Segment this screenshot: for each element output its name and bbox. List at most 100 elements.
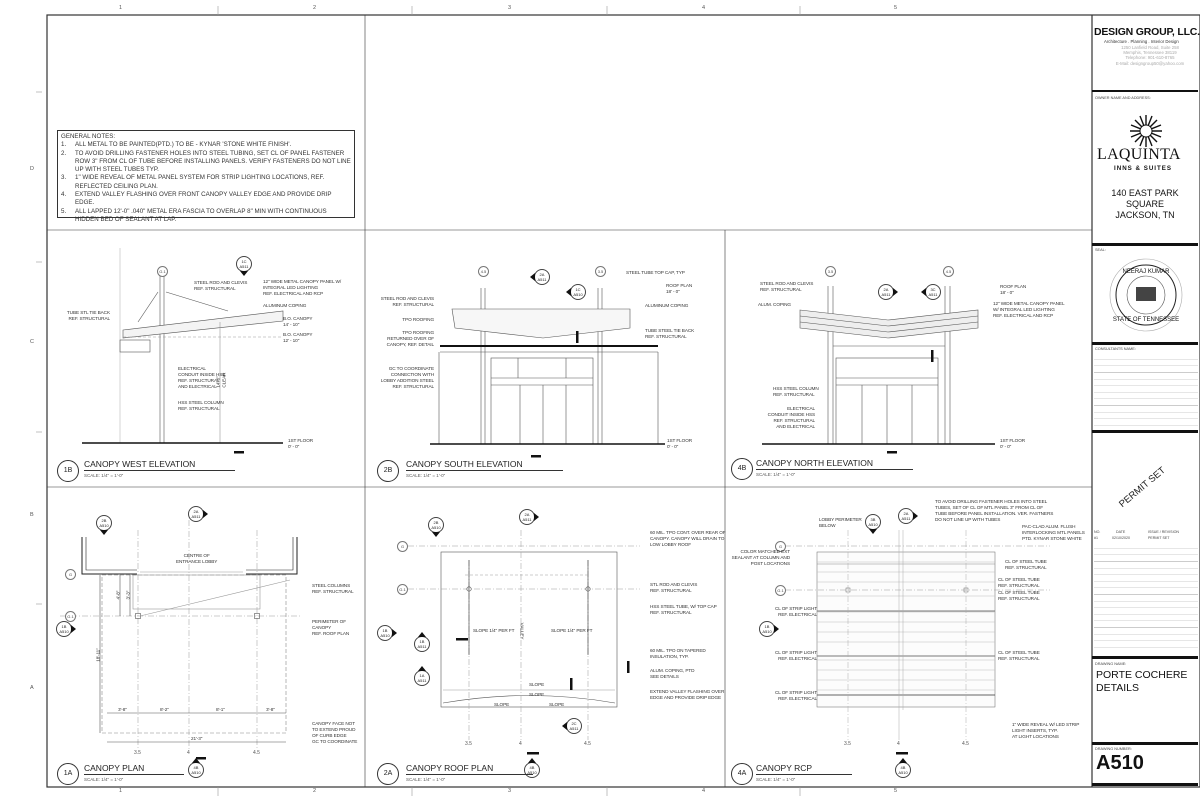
note-text: ALL LAPPED 12'-0" .040" METAL ERA FASCIA… — [75, 207, 327, 223]
column-label: 5 — [894, 788, 898, 794]
slope-label: SLOPE — [494, 702, 510, 707]
marker-number: 1C — [575, 287, 581, 292]
sun-icon — [1130, 115, 1162, 147]
marker-number: 2A — [539, 272, 545, 277]
grid-bubble: 3.5 — [825, 266, 836, 277]
grid-label: 4 — [897, 741, 900, 747]
clear-height-dimension: 14'-0" CLEAR — [215, 372, 227, 388]
revision-row: #1 02/10/2020 PERMIT SET — [1094, 536, 1198, 540]
note-item: 1.ALL METAL TO BE PAINTED(PTD.) TO BE - … — [61, 141, 351, 149]
slope-label: SLOPE 1/4" PER FT — [473, 628, 515, 633]
marker-sheet: A511 — [901, 516, 911, 521]
callout: TPO ROOFING RETURNED OVER OF CANOPY, REF… — [386, 330, 435, 348]
divider — [1092, 742, 1198, 745]
view-scale: SCALE: 1/4" = 1'-0" — [756, 472, 796, 477]
view-scale: SCALE: 1/4" = 1'-0" — [84, 777, 124, 782]
owner-logo-text: LAQUINTA — [1097, 146, 1181, 163]
dimension: 18'-11" — [95, 648, 101, 662]
dimension: 3'-8" — [266, 707, 275, 712]
view-number-bubble: 1B — [57, 460, 79, 482]
owner-label: OWNER NAME AND ADDRESS: — [1095, 96, 1151, 100]
revision-table-header: NO. DATE ISSUE / REVISION — [1094, 530, 1198, 534]
callout: STEEL COLUMNS REF. STRUCTURAL — [312, 583, 354, 595]
slope-label: SLOPE 1/4" PER FT — [551, 628, 593, 633]
marker-sheet: A511 — [417, 644, 427, 649]
divider — [1092, 430, 1198, 433]
level-marker: 1ST FLOOR 0' - 0" — [667, 438, 693, 450]
grid-label: 4.5 — [253, 750, 260, 756]
view-number-bubble: 2B — [377, 460, 399, 482]
drawing-number-label: DRAWING NUMBER: — [1095, 747, 1132, 751]
marker-number: 1A — [419, 673, 425, 678]
callout: GC TO COORDINATE CONNECTION WITH LOBBY A… — [380, 366, 434, 390]
callout: EXTEND VALLEY FLASHING OVER EDGE AND PRO… — [650, 689, 725, 701]
slope-label: SLOPE — [529, 692, 545, 697]
view-title: CANOPY RCP — [756, 763, 853, 775]
callout: TUBE STEEL TIE BACK REF. STRUCTURAL — [645, 328, 695, 340]
grid-label: 4.5 — [962, 741, 969, 747]
revision-number: #1 — [1094, 536, 1098, 540]
firm-address: 1250 Lanfield Road, Suite 258 Memphis, T… — [1115, 45, 1185, 66]
rcp-drawing — [785, 530, 1050, 755]
view-scale: SCALE: 1/4" = 1'-0" — [84, 473, 124, 478]
grid-bubble: G.1 — [157, 266, 168, 277]
callout: ALUMINUM COPING — [645, 303, 689, 308]
note-text: TO AVOID DRILLING FASTENER HOLES INTO ST… — [75, 149, 351, 174]
marker-sheet: A511 — [928, 292, 938, 297]
divider — [1092, 243, 1198, 246]
marker-number: 3C — [930, 287, 936, 292]
drawing-number: A510 — [1096, 752, 1144, 774]
callout: TUBE STL TIE BACK REF. STRUCTURAL — [66, 310, 110, 322]
divider — [1092, 90, 1198, 92]
note-item: 5.ALL LAPPED 12'-0" .040" METAL ERA FASC… — [61, 208, 351, 225]
grid-label: 4 — [519, 741, 522, 747]
dimension: 3'-8" — [118, 707, 127, 712]
view-number-bubble: 4B — [731, 458, 753, 480]
marker-sheet: A511 — [881, 292, 891, 297]
marker-number: 2A — [193, 509, 199, 514]
note-item: 4.EXTEND VALLEY FLASHING OVER FRONT CANO… — [61, 191, 351, 208]
callout: STEEL ROD AND CLEVIS REF. STRUCTURAL — [380, 296, 434, 308]
row-label: D — [30, 166, 34, 172]
title-block: DESIGN GROUP, LLC. Architecture . Planni… — [1092, 15, 1200, 787]
note-number: 1. — [61, 141, 67, 149]
marker-sheet: A511 — [191, 514, 201, 519]
callout: CENTRE OF ENTRANCE LOBBY — [176, 553, 218, 565]
view-number-bubble: 4A — [731, 763, 753, 785]
callout: PAC-CLAD ALUM. FLUSH INTERLOCKING MTL PA… — [1022, 524, 1085, 542]
callout: CL OF STEEL TUBE REF. STRUCTURAL — [998, 650, 1040, 662]
marker-number: 2A — [524, 512, 530, 517]
view-title: CANOPY WEST ELEVATION — [84, 459, 236, 471]
revision-lines — [1094, 542, 1198, 652]
callout: TO AVOID DRILLING FASTENER HOLES INTO ST… — [935, 499, 1054, 523]
south-elevation-drawing — [430, 288, 665, 458]
grid-bubble: 4.5 — [943, 266, 954, 277]
marker-sheet: A510 — [762, 629, 772, 634]
callout: ALUMINUM COPING — [263, 303, 307, 308]
callout: CL OF STRIP LIGHT REF. ELECTRICAL — [774, 650, 817, 662]
callout: ALUM. COPING, PTD SEE DETAILS — [650, 668, 695, 680]
marker-number: 2C — [571, 721, 577, 726]
dimension: 3'-3" — [125, 590, 131, 600]
column-label: 3 — [508, 788, 512, 794]
slope-label: SLOPE — [529, 682, 545, 687]
